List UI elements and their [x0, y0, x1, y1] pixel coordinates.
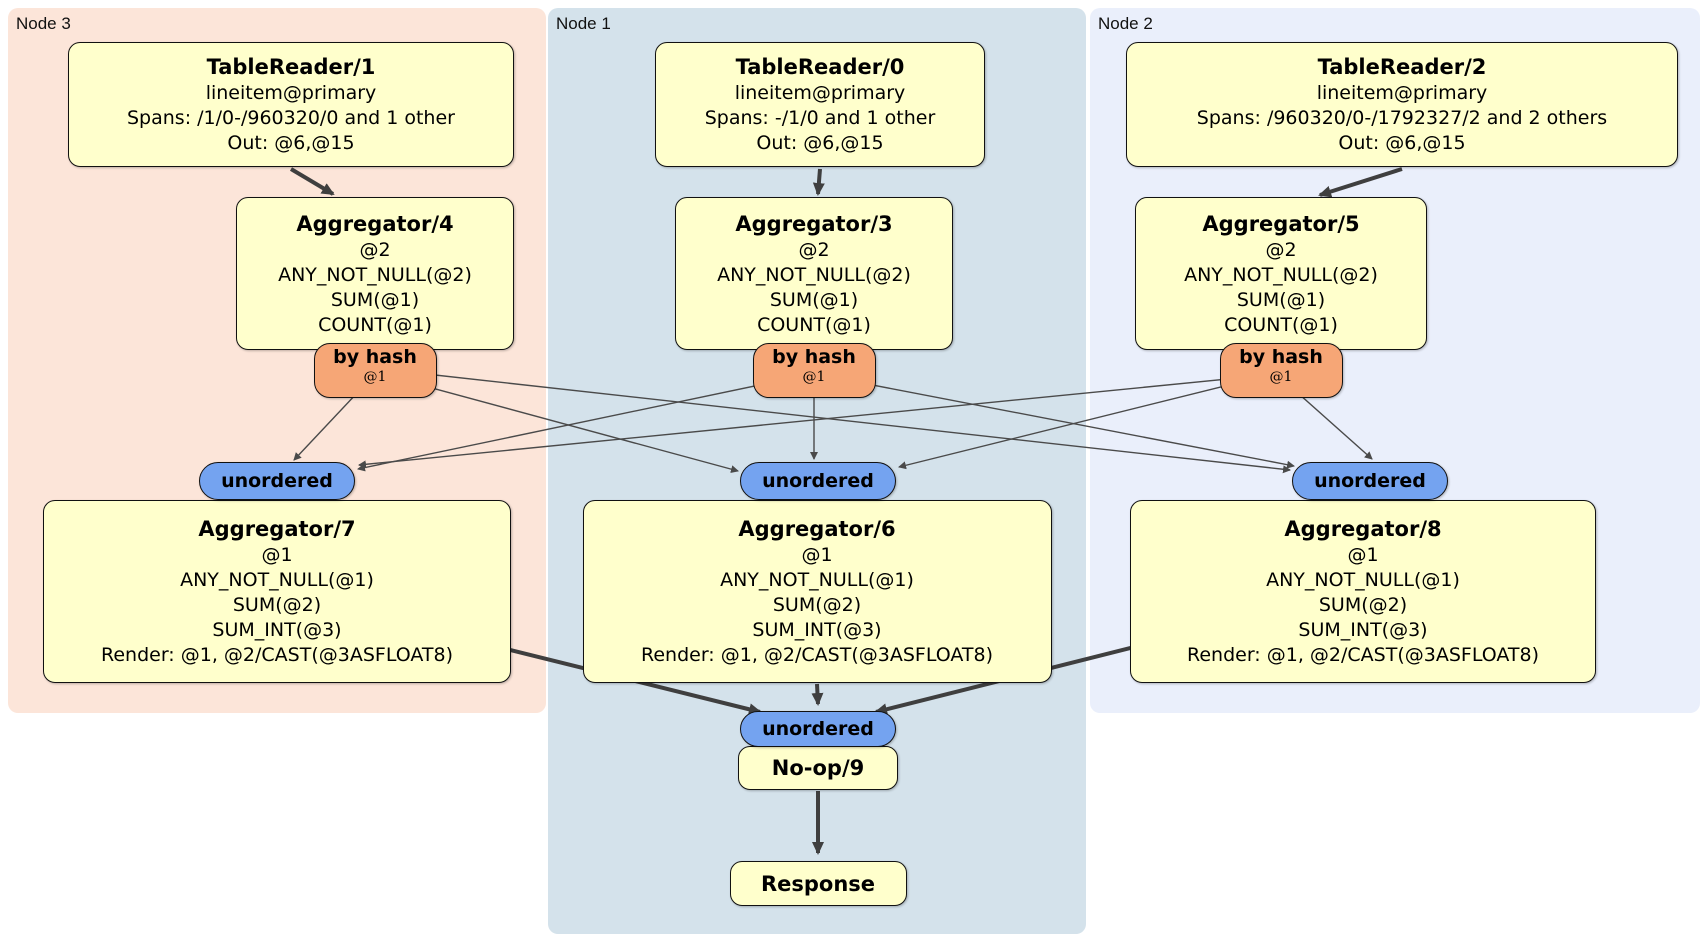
processor-detail-line: Spans: -/1/0 and 1 other [704, 107, 936, 129]
processor-detail-line: Render: @1, @2/CAST(@3ASFLOAT8) [1187, 644, 1539, 666]
hash-route-edge [394, 377, 739, 474]
router-title: by hash [1239, 346, 1323, 368]
processor-detail-line: ANY_NOT_NULL(@2) [1184, 263, 1378, 286]
processor-title: TableReader/0 [735, 55, 905, 79]
processor-detail-line: @2 [359, 238, 391, 261]
processor-detail-line: @1 [261, 544, 293, 566]
hash-route-edge [835, 377, 1295, 469]
processor-title: TableReader/2 [1317, 55, 1487, 79]
processor-title: Aggregator/7 [198, 517, 356, 541]
hash-route-edge [357, 377, 794, 472]
processor-detail-line: SUM(@1) [1236, 288, 1326, 311]
processor-title: Aggregator/3 [735, 211, 893, 236]
processor-detail-line: @1 [801, 544, 833, 566]
router-title: by hash [772, 346, 856, 368]
router-stream-key: @1 [363, 369, 387, 385]
processor-detail-line: ANY_NOT_NULL(@1) [1266, 569, 1460, 591]
processor-box-noop-9: No-op/9 [738, 746, 898, 790]
stream-edge [289, 167, 335, 196]
processor-detail-line: SUM(@1) [330, 288, 420, 311]
processor-detail-line: Out: @6,@15 [756, 132, 884, 154]
processor-title: Aggregator/5 [1202, 211, 1360, 236]
processor-detail-line: lineitem@primary [205, 82, 377, 104]
node-region-label: Node 2 [1098, 14, 1153, 33]
processor-title: Aggregator/4 [296, 211, 454, 236]
processor-detail-line: COUNT(@1) [757, 313, 871, 336]
processor-detail-line: ANY_NOT_NULL(@1) [180, 569, 374, 591]
stream-edge [812, 168, 825, 196]
synchronizer-sync-unordered-6: unordered [740, 462, 896, 500]
processor-detail-line: COUNT(@1) [1224, 313, 1338, 336]
hash-route-edge [407, 371, 1291, 474]
processor-detail-line: Spans: /960320/0-/1792327/2 and 2 others [1196, 107, 1608, 129]
router-router-hash-4: by hash@1 [313, 343, 437, 398]
router-title: by hash [333, 346, 417, 368]
processor-detail-line: Spans: /1/0-/960320/0 and 1 other [127, 107, 455, 129]
processor-detail-line: Render: @1, @2/CAST(@3ASFLOAT8) [641, 644, 993, 666]
node-region-label: Node 3 [16, 14, 71, 33]
synchronizer-sync-unordered-7: unordered [199, 462, 355, 500]
router-stream-key: @1 [802, 369, 826, 385]
processor-detail-line: ANY_NOT_NULL(@1) [720, 569, 914, 591]
processor-detail-line: SUM_INT(@3) [212, 619, 342, 641]
router-router-hash-3: by hash@1 [752, 343, 876, 398]
hash-route-edge [898, 375, 1266, 470]
processor-detail-line: lineitem@primary [734, 82, 906, 104]
processor-detail-line: Out: @6,@15 [227, 132, 355, 154]
processor-detail-line: lineitem@primary [1316, 82, 1488, 104]
synchronizer-sync-unordered-8: unordered [1292, 462, 1448, 500]
processor-detail-line: ANY_NOT_NULL(@2) [278, 263, 472, 286]
router-router-hash-5: by hash@1 [1219, 343, 1343, 398]
processor-detail-line: Out: @6,@15 [1338, 132, 1466, 154]
processor-box-response: Response [729, 861, 907, 906]
processor-detail-line: @2 [798, 238, 830, 261]
processor-detail-line: SUM(@2) [232, 594, 322, 616]
stream-edge [811, 683, 824, 706]
processor-detail-line: SUM_INT(@3) [1298, 619, 1428, 641]
processor-title: Response [760, 871, 876, 896]
stream-edge [1318, 167, 1403, 198]
processor-detail-line: SUM_INT(@3) [752, 619, 882, 641]
processor-title: Aggregator/8 [1284, 517, 1442, 541]
processor-title: Aggregator/6 [738, 517, 896, 541]
processor-detail-line: SUM(@2) [772, 594, 862, 616]
processor-detail-line: @2 [1265, 238, 1297, 261]
synchronizer-sync-unordered-9: unordered [740, 711, 896, 747]
router-stream-key: @1 [1269, 369, 1293, 385]
processor-detail-line: @1 [1347, 544, 1379, 566]
processor-title: TableReader/1 [206, 55, 376, 79]
node-region-label: Node 1 [556, 14, 611, 33]
processor-detail-line: Render: @1, @2/CAST(@3ASFLOAT8) [101, 644, 453, 666]
processor-title: No-op/9 [771, 756, 865, 780]
processor-detail-line: ANY_NOT_NULL(@2) [717, 263, 911, 286]
hash-route-edge [358, 375, 1259, 469]
processor-detail-line: SUM(@2) [1318, 594, 1408, 616]
processor-detail-line: COUNT(@1) [318, 313, 432, 336]
processor-detail-line: SUM(@1) [769, 288, 859, 311]
